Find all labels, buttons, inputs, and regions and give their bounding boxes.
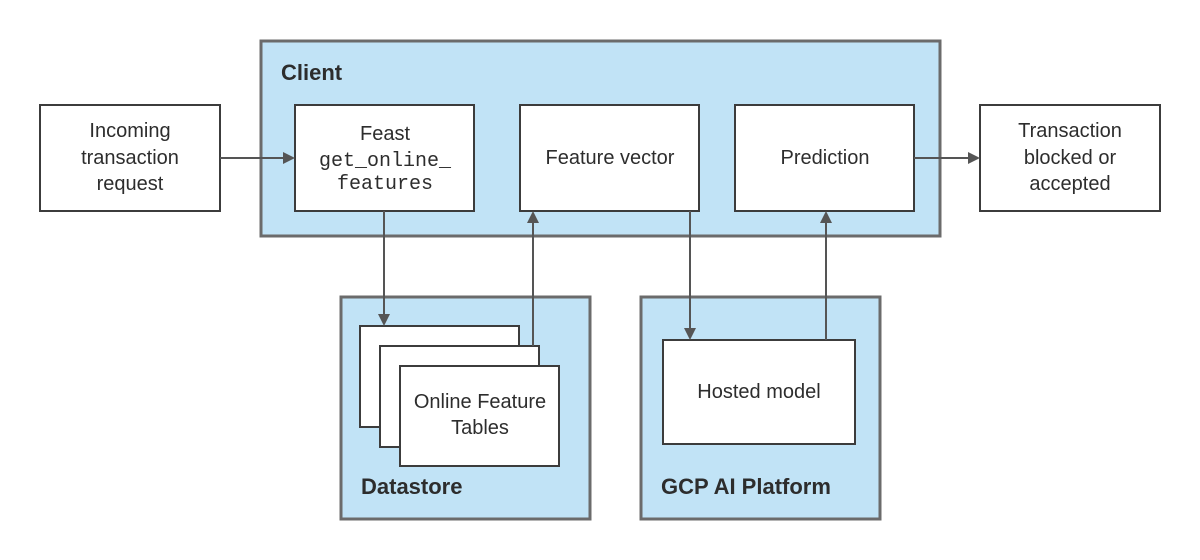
feature-tables-line-1: Online Feature [414, 391, 546, 413]
incoming-line-1: Incoming [89, 120, 170, 142]
gcp-title: GCP AI Platform [661, 474, 831, 499]
feature-vector-label: Feature vector [546, 147, 675, 169]
incoming-line-2: transaction [81, 147, 179, 169]
client-title: Client [281, 60, 343, 85]
feature-vector-node: Feature vector [519, 104, 700, 212]
feast-code-line-2: features [337, 173, 433, 196]
outcome-line-2: blocked or [1024, 147, 1117, 169]
outcome-node: Transaction blocked or accepted [979, 104, 1161, 212]
feature-tables-stack: Online Feature Tables [359, 325, 560, 467]
prediction-node: Prediction [734, 104, 915, 212]
feast-node: Feast get_online_ features [294, 104, 475, 212]
datastore-title: Datastore [361, 474, 462, 499]
outcome-line-3: accepted [1029, 173, 1110, 195]
hosted-model-node: Hosted model [662, 339, 856, 445]
outcome-line-1: Transaction [1018, 120, 1122, 142]
incoming-line-3: request [97, 173, 164, 195]
prediction-label: Prediction [781, 147, 870, 169]
feast-code-line-1: get_online_ [319, 150, 452, 173]
hosted-model-label: Hosted model [697, 381, 820, 403]
feature-tables-line-2: Tables [451, 417, 509, 439]
feature-table-front [399, 365, 560, 467]
incoming-request-node: Incoming transaction request [39, 104, 221, 212]
feast-label: Feast [360, 123, 410, 145]
